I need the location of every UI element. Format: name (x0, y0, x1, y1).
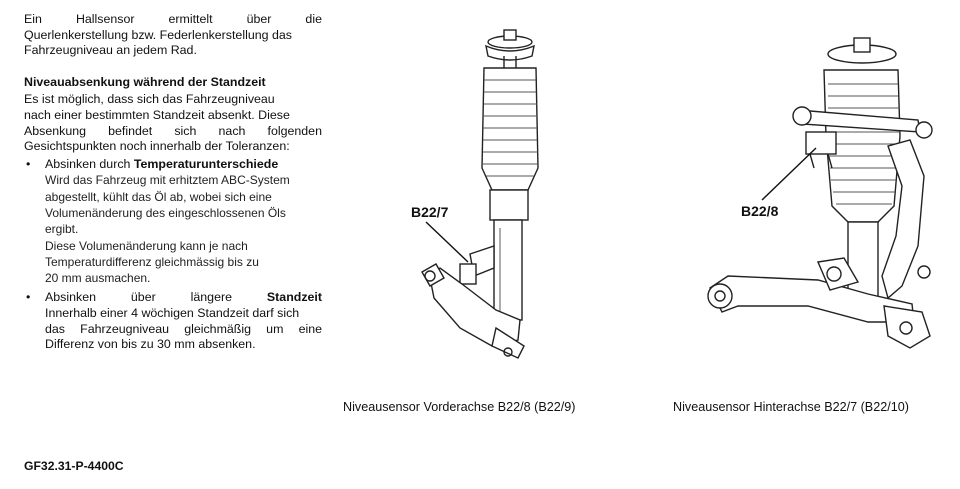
bullet2-line-4: Differenz von bis zu 30 mm absenken. (45, 337, 256, 352)
bullet2-line-3: das Fahrzeugniveau gleichmäßig um eine (45, 321, 322, 336)
bullet1-line-5: Diese Volumenänderung kann je nach (45, 238, 248, 253)
rear-callout-leader (761, 147, 817, 201)
intro-line-3: Fahrzeugniveau an jedem Rad. (24, 43, 197, 58)
bullet2-heading: Absinken über längere Standzeit (45, 290, 322, 305)
intro-line-2: Querlenkerstellung bzw. Federlenkerstell… (24, 27, 292, 42)
rear-callout-label: B22/8 (741, 203, 779, 219)
bullet1-line-2: abgestellt, kühlt das Öl ab, wobei sich … (45, 189, 272, 204)
bullet1-heading: Absinken durch Temperaturunterschiede (45, 156, 279, 171)
bullet1-line-3: Volumenänderung des eingeschlossenen Öls (45, 205, 286, 220)
front-callout-leader (425, 221, 469, 263)
bullet1-line-7: 20 mm ausmachen. (45, 271, 151, 286)
bullet-standzeit: • Absinken über längere Standzeit Innerh… (24, 290, 322, 352)
text-column: Ein Hallsensor ermittelt über die Querle… (24, 12, 322, 353)
bullet2-line-2: Innerhalb einer 4 wöchigen Standzeit dar… (45, 306, 300, 321)
bullet-symbol: • (26, 156, 31, 171)
para1-line-2: nach einer bestimmten Standzeit absenkt.… (24, 107, 290, 122)
front-sensor-caption: Niveausensor Vorderachse B22/8 (B22/9) (343, 400, 576, 414)
rear-strut-illustration (707, 37, 933, 349)
rear-sensor-caption: Niveausensor Hinterachse B22/7 (B22/10) (673, 400, 909, 414)
bullet1-line-4: ergibt. (45, 222, 79, 237)
front-callout-label: B22/7 (411, 204, 449, 220)
intro-line-1: Ein Hallsensor ermittelt über die (24, 12, 322, 26)
bullet-symbol: • (26, 290, 31, 305)
para1-line-3: Absenkung befindet sich nach folgenden (24, 123, 322, 138)
bullet1-line-6: Temperaturdifferenz gleichmässig bis zu (45, 254, 259, 269)
document-id: GF32.31-P-4400C (24, 459, 124, 473)
front-strut-illustration (421, 29, 539, 359)
para1-line-4: Gesichtspunkten noch innerhalb der Toler… (24, 139, 290, 154)
section-title: Niveauabsenkung während der Standzeit (24, 74, 266, 89)
bullet1-line-1: Wird das Fahrzeug mit erhitztem ABC-Syst… (45, 173, 290, 188)
para1-line-1: Es ist möglich, dass sich das Fahrzeugni… (24, 92, 275, 107)
bullet-temperature: • Absinken durch Temperaturunterschiede … (24, 157, 322, 287)
